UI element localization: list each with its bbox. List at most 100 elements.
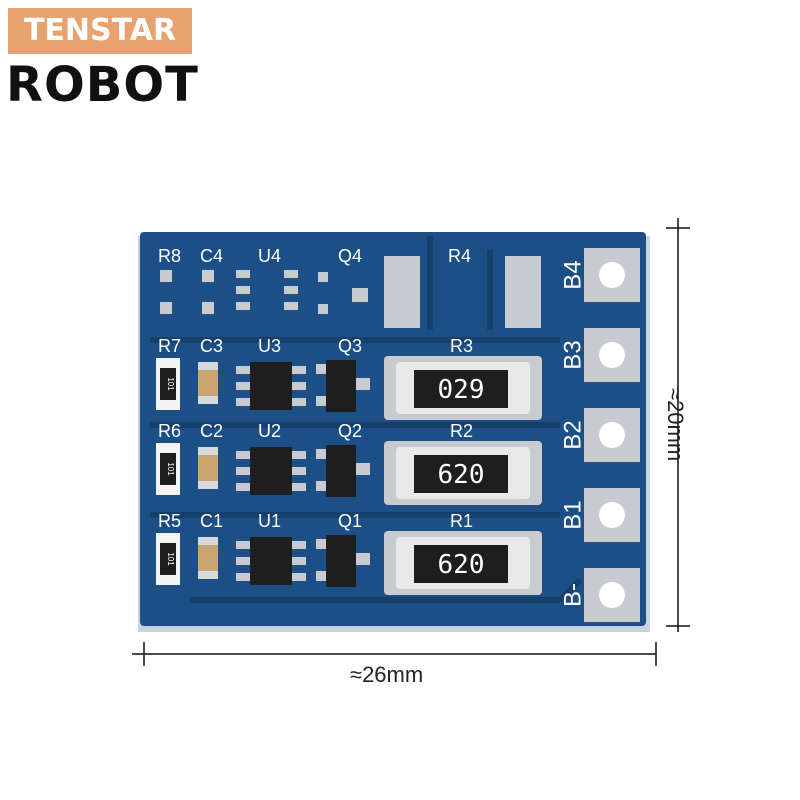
pad-hole xyxy=(599,262,625,288)
ic-pin xyxy=(292,398,306,406)
brand-logo-badge xyxy=(8,8,192,54)
power-resistor-code: 620 xyxy=(438,550,485,580)
capacitor xyxy=(198,447,218,489)
mosfet-pin xyxy=(316,396,326,406)
pcb-board xyxy=(140,232,646,626)
mosfet-pin xyxy=(316,481,326,491)
mosfet-pin xyxy=(316,364,326,374)
label-c2: C2 xyxy=(200,421,223,441)
mosfet-pin xyxy=(316,539,326,549)
traces xyxy=(150,236,583,603)
label-r5: R5 xyxy=(158,511,181,531)
pad-label: B- xyxy=(559,583,586,607)
pad-label: B1 xyxy=(559,500,586,529)
small-resistor-code: 101 xyxy=(166,462,175,476)
brand-line2: ROBOT xyxy=(6,57,199,113)
capacitor-cap xyxy=(198,571,218,579)
pad-c4a xyxy=(202,270,214,282)
ic-pin xyxy=(292,573,306,581)
ic-pin xyxy=(236,382,250,390)
mosfet xyxy=(326,445,356,497)
mosfet xyxy=(326,360,356,412)
ic-pin xyxy=(236,451,250,459)
pad-label: B4 xyxy=(559,260,586,289)
pad-hole xyxy=(599,582,625,608)
pad-label: B3 xyxy=(559,340,586,369)
label-r1: R1 xyxy=(450,511,473,531)
label-r7: R7 xyxy=(158,336,181,356)
row-r3: R7 C3 U3 Q3 R3 101 029 xyxy=(156,336,542,420)
label-r8: R8 xyxy=(158,246,181,266)
capacitor-cap xyxy=(198,537,218,545)
label-u4: U4 xyxy=(258,246,281,266)
label-r6: R6 xyxy=(158,421,181,441)
ic-pin xyxy=(292,467,306,475)
ic-pin xyxy=(236,366,250,374)
capacitor xyxy=(198,537,218,579)
label-r4: R4 xyxy=(448,246,471,266)
row-r1: R5 C1 U1 Q1 R1 101 620 xyxy=(156,511,542,595)
width-dimension-label: ≈26mm xyxy=(350,662,424,687)
label-r3: R3 xyxy=(450,336,473,356)
ic-pin xyxy=(292,382,306,390)
small-resistor-body xyxy=(160,543,176,575)
mosfet-tab xyxy=(356,553,370,565)
ic-pin xyxy=(236,557,250,565)
label-c3: C3 xyxy=(200,336,223,356)
label-q4: Q4 xyxy=(338,246,362,266)
mosfet-tab xyxy=(356,378,370,390)
label-c1: C1 xyxy=(200,511,223,531)
capacitor-cap xyxy=(198,447,218,455)
pad-hole xyxy=(599,502,625,528)
pad-hole xyxy=(599,422,625,448)
label-u1: U1 xyxy=(258,511,281,531)
mosfet-pin xyxy=(316,571,326,581)
ic-chip xyxy=(250,447,292,495)
row-r2: R6 C2 U2 Q2 R2 101 620 xyxy=(156,421,542,505)
height-dimension-label: ≈20mm xyxy=(663,388,688,462)
ic-pin xyxy=(236,541,250,549)
ic-pin xyxy=(292,541,306,549)
small-resistor-body xyxy=(160,453,176,485)
u4-pads xyxy=(236,256,541,328)
pad-r8b xyxy=(160,302,172,314)
label-u2: U2 xyxy=(258,421,281,441)
capacitor xyxy=(198,362,218,404)
ic-pin xyxy=(236,573,250,581)
power-resistor-body xyxy=(414,455,508,493)
power-resistor-code: 029 xyxy=(438,375,485,405)
ic-pin xyxy=(236,398,250,406)
label-c4: C4 xyxy=(200,246,223,266)
small-resistor-body xyxy=(160,368,176,400)
dimension-lines xyxy=(132,218,690,666)
mosfet xyxy=(326,535,356,587)
small-resistor-code: 101 xyxy=(166,377,175,391)
ic-pin xyxy=(236,467,250,475)
label-q1: Q1 xyxy=(338,511,362,531)
label-q2: Q2 xyxy=(338,421,362,441)
power-resistor-code: 620 xyxy=(438,460,485,490)
mosfet-pin xyxy=(316,449,326,459)
pad-r8a xyxy=(160,270,172,282)
label-q3: Q3 xyxy=(338,336,362,356)
ic-chip xyxy=(250,362,292,410)
ic-pin xyxy=(236,483,250,491)
capacitor-cap xyxy=(198,481,218,489)
ic-pin xyxy=(292,483,306,491)
pad-hole xyxy=(599,342,625,368)
label-u3: U3 xyxy=(258,336,281,356)
mosfet-tab xyxy=(356,463,370,475)
ic-pin xyxy=(292,451,306,459)
pad-c4b xyxy=(202,302,214,314)
label-r2: R2 xyxy=(450,421,473,441)
small-resistor-code: 101 xyxy=(166,552,175,566)
pad-label: B2 xyxy=(559,420,586,449)
ic-pin xyxy=(292,366,306,374)
capacitor-cap xyxy=(198,396,218,404)
power-resistor-body xyxy=(414,370,508,408)
brand-line1: TENSTAR xyxy=(23,13,177,48)
power-resistor-body xyxy=(414,545,508,583)
